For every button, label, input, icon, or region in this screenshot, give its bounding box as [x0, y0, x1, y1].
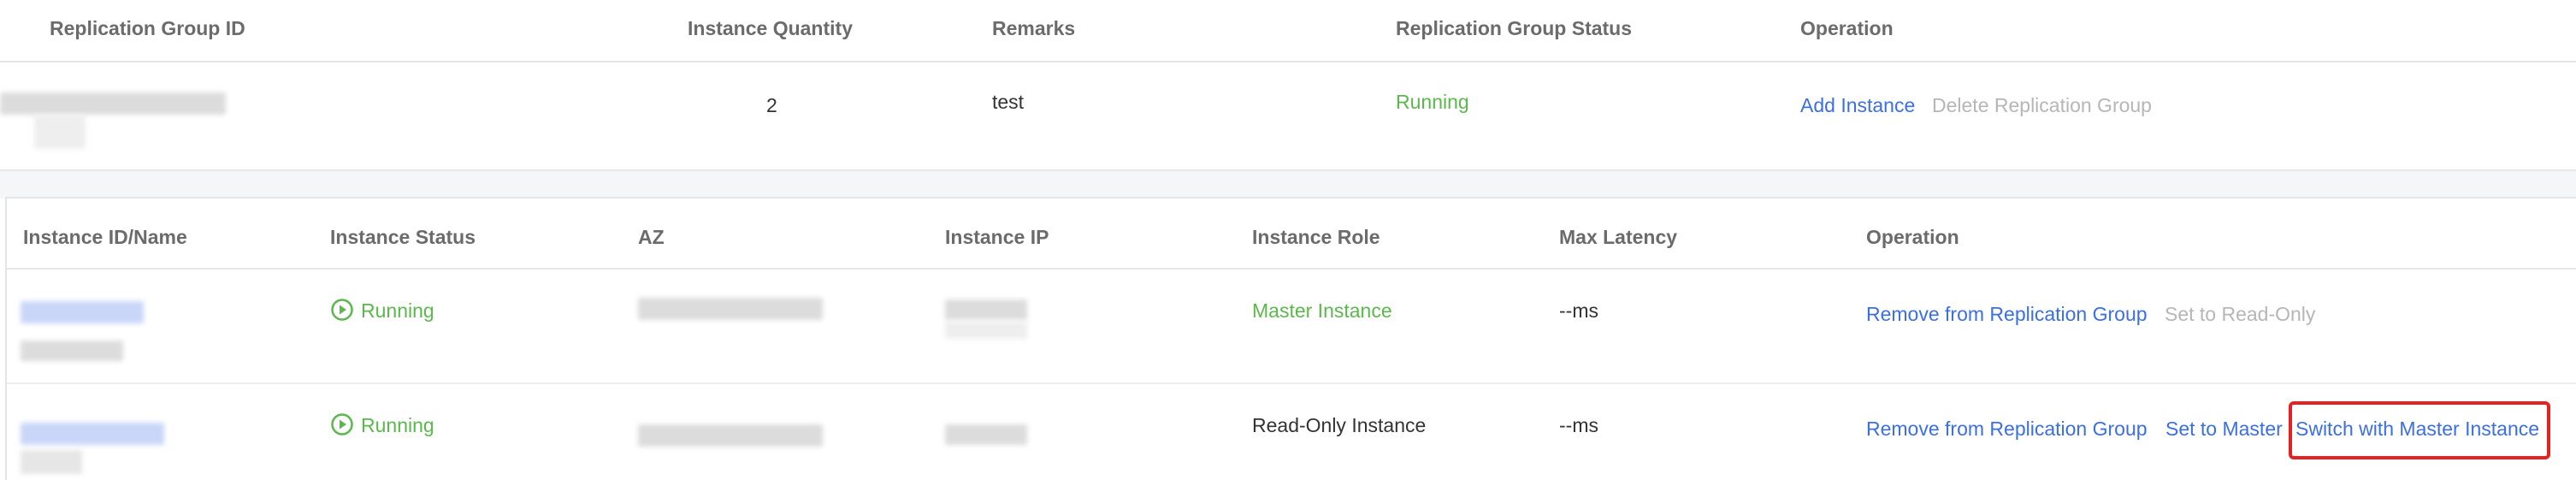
header-instance-operation: Operation [1866, 226, 1959, 248]
header-remarks: Remarks [992, 17, 1076, 39]
redacted-az [638, 424, 823, 447]
header-instance-status: Instance Status [330, 226, 476, 248]
instance-header-divider [7, 268, 2576, 270]
remove-from-group-link[interactable]: Remove from Replication Group [1866, 418, 2148, 440]
remove-from-group-link[interactable]: Remove from Replication Group [1866, 303, 2148, 325]
set-read-only-link[interactable]: Set to Read-Only [2165, 303, 2316, 325]
play-circle-icon [330, 412, 354, 441]
redacted-group-id [0, 92, 226, 115]
play-circle-icon [330, 298, 354, 327]
highlight-annotation-box [2289, 401, 2550, 459]
redacted-instance-id[interactable] [21, 423, 164, 445]
header-az: AZ [638, 226, 665, 248]
header-instance-role: Instance Role [1252, 226, 1380, 248]
row-divider [7, 382, 2576, 384]
delete-replication-group-link[interactable]: Delete Replication Group [1932, 94, 2152, 116]
header-instance-id-name: Instance ID/Name [23, 226, 187, 248]
set-to-master-link[interactable]: Set to Master [2165, 418, 2283, 440]
instance-role: Master Instance [1252, 299, 1392, 322]
redacted-instance-id[interactable] [21, 301, 144, 323]
header-replication-group-status: Replication Group Status [1396, 17, 1633, 39]
instance-status-label: Running [361, 299, 434, 323]
instance-subtable [5, 197, 2576, 480]
header-operation: Operation [1800, 17, 1894, 39]
header-instance-quantity: Instance Quantity [688, 17, 853, 39]
redacted-group-id-extra [34, 115, 86, 149]
expanded-row-separator [0, 169, 2576, 199]
instance-quantity-value: 2 [766, 94, 777, 116]
max-latency: --ms [1559, 414, 1598, 436]
redacted-instance-name [21, 450, 82, 474]
max-latency: --ms [1559, 299, 1598, 322]
redacted-instance-name [21, 341, 123, 361]
instance-status: Running [330, 298, 434, 327]
redacted-instance-ip-extra [945, 322, 1027, 339]
group-status-value: Running [1396, 91, 1469, 113]
instance-status-label: Running [361, 414, 434, 437]
instance-status: Running [330, 412, 434, 441]
header-instance-ip: Instance IP [945, 226, 1049, 248]
redacted-instance-ip [945, 299, 1027, 320]
add-instance-link[interactable]: Add Instance [1800, 94, 1916, 116]
instance-role: Read-Only Instance [1252, 414, 1427, 436]
redacted-az [638, 298, 823, 320]
switch-with-master-link[interactable]: Switch with Master Instance [2295, 418, 2540, 440]
redacted-instance-ip [945, 424, 1027, 445]
header-replication-group-id: Replication Group ID [50, 17, 245, 39]
header-max-latency: Max Latency [1559, 226, 1678, 248]
header-divider [0, 61, 2576, 62]
remarks-value: test [992, 91, 1025, 113]
